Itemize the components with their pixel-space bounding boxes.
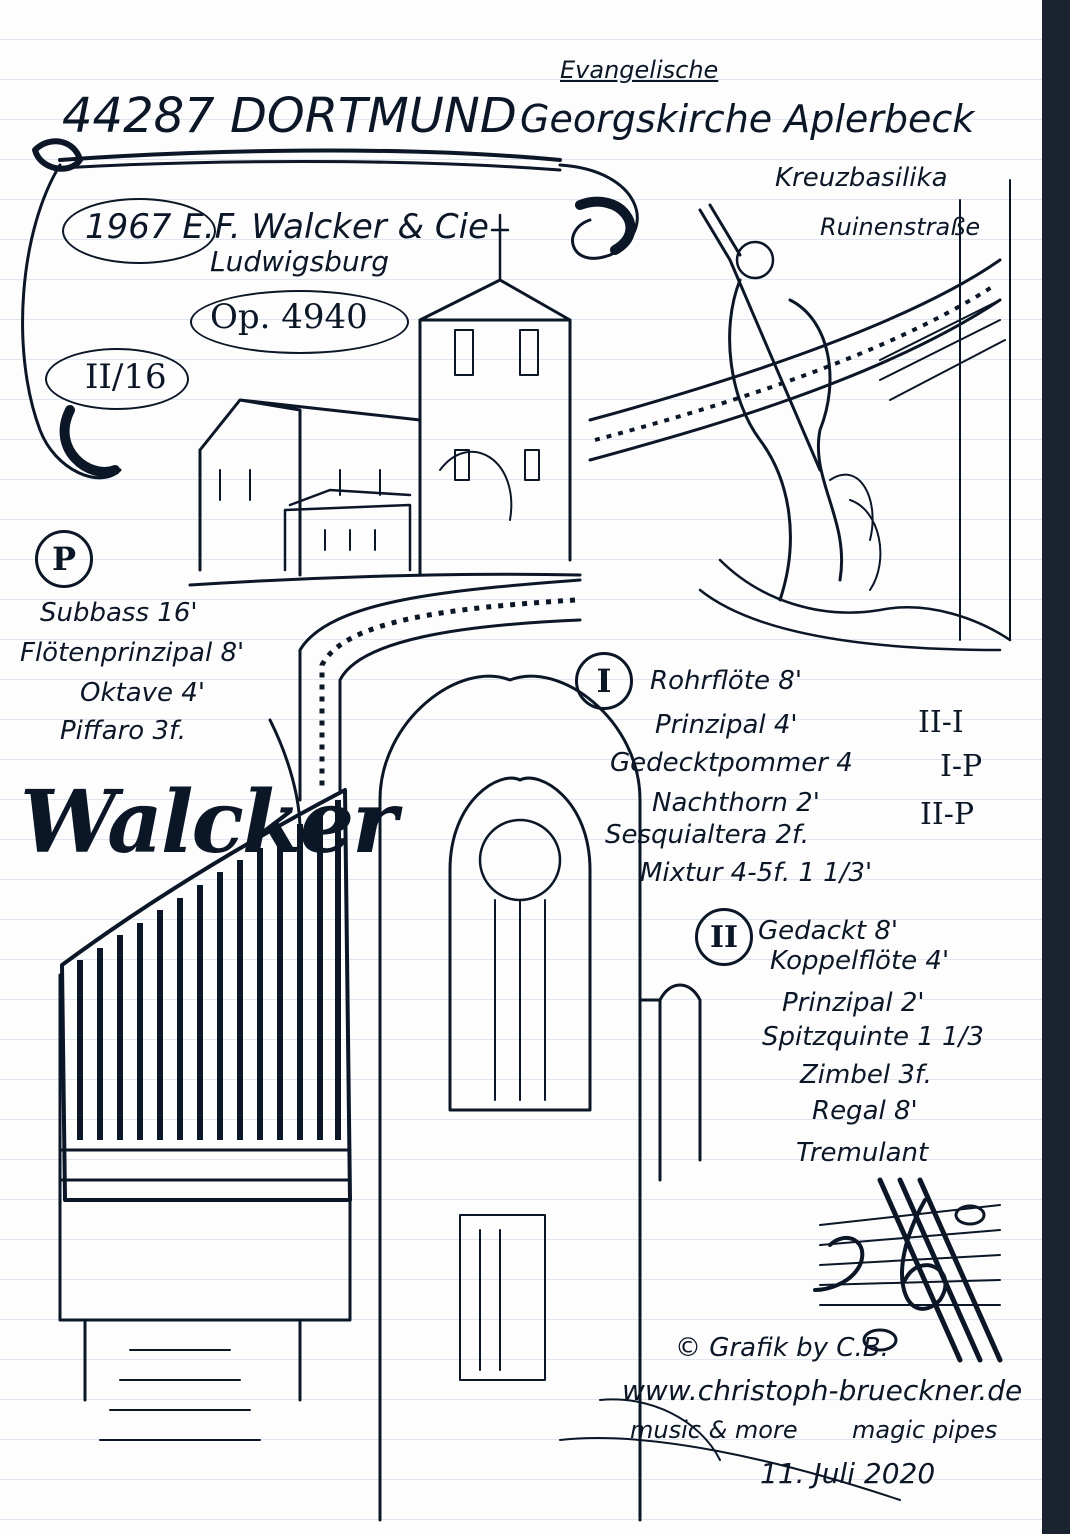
opus-oval — [190, 290, 409, 354]
postcode-city: 44287 DORTMUND — [62, 88, 517, 144]
credit-grafik: © Grafik by C.B. — [675, 1333, 889, 1363]
manual-2-stop: Spitzquinte 1 1/3 — [762, 1022, 984, 1052]
opus-number: Op. 4940 — [210, 297, 368, 337]
street-name: Ruinenstraße — [820, 213, 981, 241]
credit-website: www.christoph-brueckner.de — [622, 1374, 1023, 1407]
keyboard-ribbon — [298, 258, 1002, 802]
church-name: Georgskirche Aplerbeck — [520, 97, 975, 141]
manual-2-stop: Zimbel 3f. — [800, 1060, 932, 1090]
tagline-left: music & more — [630, 1416, 798, 1444]
manual-1-stop: Nachthorn 2' — [652, 788, 820, 818]
manual-2-marker: II — [695, 908, 753, 966]
organ-case — [58, 718, 352, 1441]
church-prefix: Evangelische — [560, 56, 719, 84]
manual-2-stop: Tremulant — [796, 1138, 929, 1168]
walcker-logo: Walcker — [20, 772, 397, 873]
coupler: II-P — [920, 797, 975, 832]
coupler: I-P — [940, 749, 983, 784]
manual-2-stop: Gedackt 8' — [758, 916, 899, 946]
manual-2-stop: Regal 8' — [812, 1096, 918, 1126]
manual-2-stop: Koppelflöte 4' — [770, 946, 950, 976]
manual-1-stop: Prinzipal 4' — [655, 710, 798, 740]
church-exterior — [188, 213, 582, 587]
scan-edge — [1042, 0, 1070, 1534]
pedal-stop: Oktave 4' — [80, 678, 205, 708]
ornamental-scroll — [21, 138, 639, 480]
manual-2-stop: Prinzipal 2' — [782, 988, 925, 1018]
gothic-window — [378, 674, 901, 1522]
manual-1-stop: Gedecktpommer 4 — [610, 748, 853, 778]
manual-1-stop: Mixtur 4-5f. 1 1/3' — [640, 858, 873, 888]
year-builder: 1967 E.F. Walcker & Cie — [85, 207, 489, 247]
manual-1-stop: Sesquialtera 2f. — [605, 820, 809, 850]
musical-clefs — [813, 1177, 1003, 1363]
year-oval — [62, 198, 216, 264]
pedal-marker: P — [35, 530, 93, 588]
manual-1-stop: Rohrflöte 8' — [650, 666, 802, 696]
sketch-date: 11. Juli 2020 — [760, 1457, 936, 1490]
church-type: Kreuzbasilika — [775, 163, 948, 193]
pedal-stop: Flötenprinzipal 8' — [20, 638, 245, 668]
tagline-right: magic pipes — [852, 1416, 998, 1444]
manuals-oval — [45, 348, 189, 410]
coupler: II-I — [918, 705, 964, 740]
manual-1-marker: I — [575, 652, 633, 710]
pedal-stop: Piffaro 3f. — [60, 716, 186, 746]
manuals-stops: II/16 — [85, 357, 167, 397]
builder-city: Ludwigsburg — [210, 245, 389, 278]
angel-statue — [698, 179, 1012, 652]
pedal-stop: Subbass 16' — [40, 598, 198, 628]
